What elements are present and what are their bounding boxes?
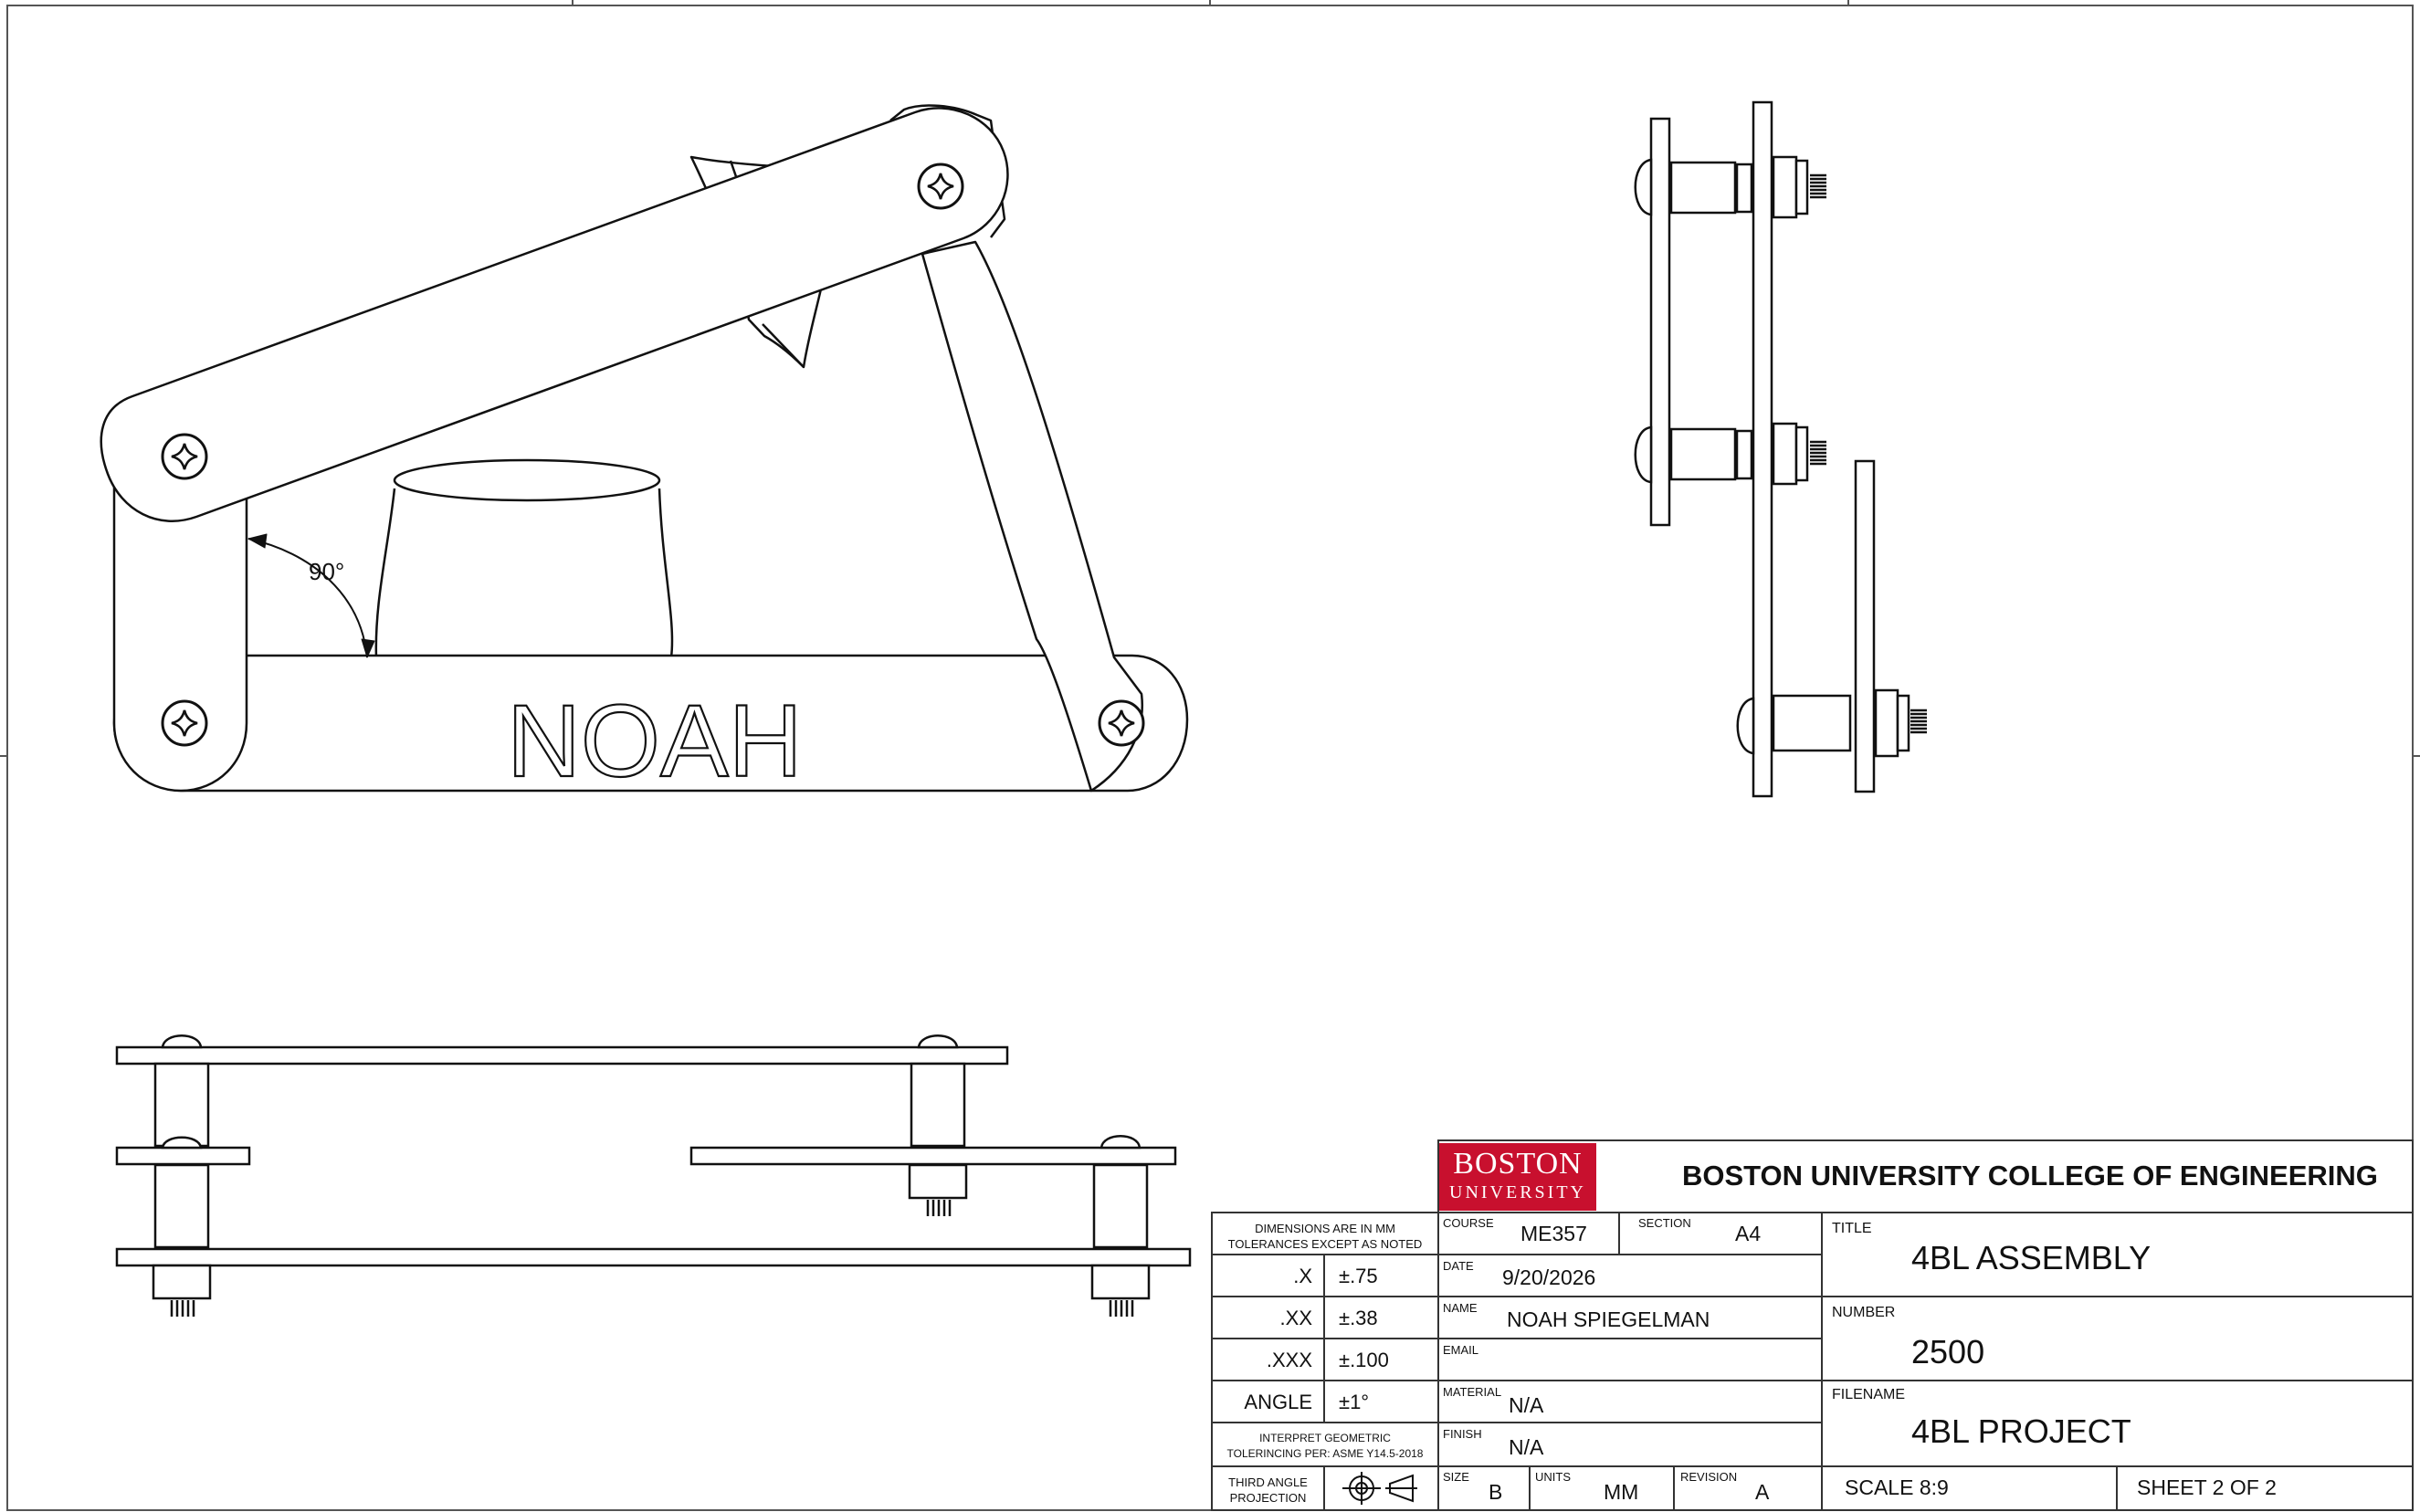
university-logo: BOSTON UNIVERSITY [1439, 1143, 1596, 1211]
tol-label-angle: ANGLE [1244, 1391, 1312, 1413]
screw-icon [161, 433, 208, 480]
revision-label: REVISION [1680, 1470, 1738, 1484]
number-value: 2500 [1911, 1333, 1985, 1370]
top-view [115, 1034, 1192, 1317]
side-bolt [1634, 422, 1826, 486]
sheet-value: SHEET 2 OF 2 [2137, 1475, 2277, 1499]
tol-label-xxx: .XXX [1266, 1349, 1312, 1371]
tolerance-note-2: TOLERANCES EXCEPT AS NOTED [1227, 1237, 1423, 1251]
engraved-name: NOAH [507, 684, 803, 798]
projection-note-1: THIRD ANGLE [1228, 1475, 1308, 1489]
bucket [374, 488, 674, 659]
date-label: DATE [1443, 1259, 1474, 1273]
name-label: NAME [1443, 1301, 1478, 1315]
tol-value-xx: ±.38 [1339, 1307, 1378, 1329]
name-value: NOAH SPIEGELMAN [1507, 1307, 1710, 1331]
screw-icon [917, 163, 964, 210]
course-label: COURSE [1443, 1216, 1494, 1230]
bucket-rim [393, 458, 661, 502]
top-bolt [908, 1034, 968, 1216]
finish-value: N/A [1509, 1435, 1544, 1459]
tol-label-x: .X [1293, 1265, 1312, 1287]
email-label: EMAIL [1443, 1343, 1479, 1357]
section-value: A4 [1735, 1222, 1762, 1245]
logo-line1: BOSTON [1453, 1147, 1583, 1181]
gdt-note-2: TOLERINCING PER: ASME Y14.5-2018 [1226, 1447, 1424, 1460]
title-block-grid [1211, 1139, 2414, 1511]
tol-label-xx: .XX [1279, 1307, 1312, 1329]
side-view [1634, 100, 1927, 798]
units-value: MM [1604, 1480, 1639, 1504]
screw-icon [1098, 699, 1145, 747]
top-bolt [1090, 1135, 1151, 1317]
filename-label: FILENAME [1832, 1387, 1906, 1402]
logo-line2: UNIVERSITY [1449, 1182, 1586, 1202]
size-value: B [1489, 1480, 1503, 1504]
side-bolt [1634, 155, 1826, 219]
units-label: UNITS [1535, 1470, 1571, 1484]
date-value: 9/20/2026 [1502, 1265, 1596, 1289]
number-label: NUMBER [1832, 1305, 1896, 1320]
gdt-note-1: INTERPRET GEOMETRIC [1259, 1432, 1391, 1444]
material-label: MATERIAL [1443, 1385, 1502, 1399]
top-bolt [152, 1034, 212, 1317]
title-block-header: BOSTON UNIVERSITY COLLEGE OF ENGINEERING [1682, 1160, 2378, 1192]
top-link [100, 107, 1009, 522]
angle-arc [247, 538, 368, 658]
course-value: ME357 [1520, 1222, 1587, 1245]
title-label: TITLE [1832, 1221, 1872, 1236]
screw-icon [161, 699, 208, 747]
angle-label: 90° [309, 558, 344, 585]
section-label: SECTION [1638, 1216, 1691, 1230]
title-value: 4BL ASSEMBLY [1911, 1239, 2152, 1276]
tol-value-angle: ±1° [1339, 1391, 1370, 1413]
projection-symbol-icon [1342, 1472, 1417, 1505]
revision-value: A [1755, 1480, 1770, 1504]
material-value: N/A [1509, 1393, 1544, 1417]
tol-value-x: ±.75 [1339, 1265, 1378, 1287]
finish-label: FINISH [1443, 1427, 1482, 1441]
tolerance-note-1: DIMENSIONS ARE IN MM [1255, 1222, 1395, 1235]
tol-value-xxx: ±.100 [1339, 1349, 1389, 1371]
filename-value: 4BL PROJECT [1911, 1412, 2131, 1450]
size-label: SIZE [1443, 1470, 1469, 1484]
scale-value: SCALE 8:9 [1845, 1475, 1949, 1499]
projection-note-2: PROJECTION [1229, 1491, 1307, 1505]
side-bolt [1736, 688, 1927, 758]
rocker-link [921, 240, 1143, 793]
front-view [100, 104, 1189, 793]
